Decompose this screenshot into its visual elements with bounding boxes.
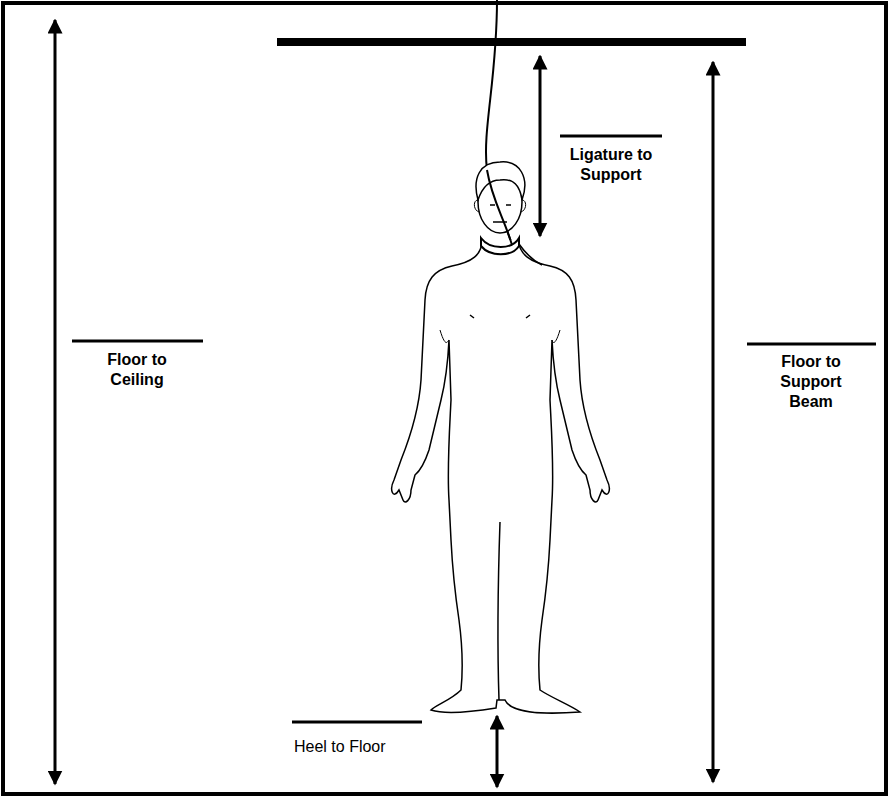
label-bar <box>292 721 422 724</box>
ligature-rope-front <box>487 170 512 245</box>
neck-ligature <box>481 238 519 254</box>
label-bar <box>560 135 662 138</box>
hair <box>476 162 525 200</box>
label-bar <box>747 343 876 346</box>
dimension-arrow <box>54 20 57 784</box>
body-outline <box>392 240 610 713</box>
support-beam <box>277 38 746 46</box>
dimension-label: Floor to Ceiling <box>91 350 183 390</box>
frame-border <box>3 3 886 794</box>
dimension-label: Floor to Support Beam <box>765 352 857 412</box>
dimension-arrow <box>496 716 499 787</box>
arm-lines <box>440 330 560 343</box>
chest-marks <box>470 315 530 318</box>
dimension-label: Ligature to Support <box>561 145 661 185</box>
dimension-arrow <box>712 62 715 782</box>
dimension-label: Heel to Floor <box>294 737 386 757</box>
leg-divide <box>498 522 500 700</box>
ligature-tail <box>519 244 542 265</box>
label-bar <box>72 340 203 343</box>
dimension-arrow <box>539 56 542 236</box>
